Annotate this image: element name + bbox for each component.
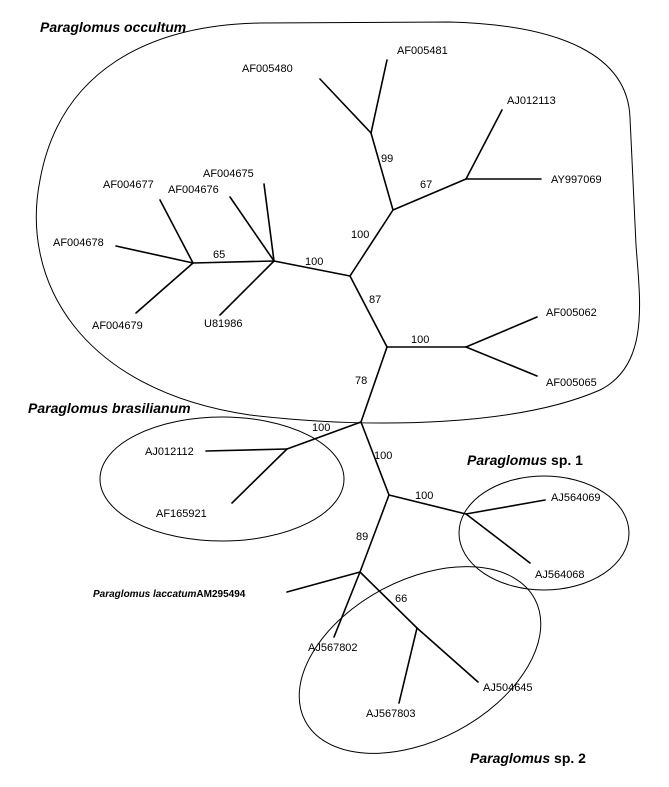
branch bbox=[465, 513, 531, 564]
bootstrap-value: 65 bbox=[213, 249, 225, 261]
bootstrap-value: 99 bbox=[381, 153, 393, 165]
leaf-label-AJ012113: AJ012113 bbox=[507, 95, 556, 107]
bootstrap-value: 100 bbox=[415, 490, 433, 502]
bootstrap-value: 100 bbox=[374, 450, 392, 462]
branch bbox=[465, 316, 538, 348]
bootstrap-value: 89 bbox=[356, 531, 368, 543]
bootstrap-value: 100 bbox=[411, 334, 429, 346]
branch bbox=[388, 494, 467, 515]
bootstrap-value: 87 bbox=[369, 294, 381, 306]
leaf-label-AF005065: AF005065 bbox=[546, 377, 597, 389]
group-label-occultum: Paraglomus occultum bbox=[40, 19, 186, 35]
branch bbox=[286, 421, 362, 450]
branches bbox=[115, 59, 546, 704]
branch bbox=[370, 132, 394, 211]
branch bbox=[205, 448, 288, 452]
clade-outline-sp2 bbox=[298, 566, 542, 754]
branch bbox=[360, 421, 390, 496]
bootstrap-value: 100 bbox=[312, 422, 330, 434]
leaf-label-AF165921: AF165921 bbox=[156, 508, 207, 520]
leaf-label-AF005480: AF005480 bbox=[242, 63, 293, 75]
leaf-label-AF005062: AF005062 bbox=[546, 307, 597, 319]
branch bbox=[416, 627, 479, 683]
branch bbox=[286, 571, 361, 593]
leaf-label-AF004676: AF004676 bbox=[168, 184, 219, 196]
branch bbox=[398, 627, 418, 704]
branch bbox=[359, 571, 418, 629]
branch bbox=[159, 199, 194, 264]
branch bbox=[333, 571, 361, 638]
leaf-label-laccatum: Paraglomus laccatumAM295494 bbox=[93, 589, 246, 600]
branch bbox=[273, 260, 351, 277]
leaf-label-AF004675: AF004675 bbox=[203, 168, 254, 180]
branch bbox=[370, 59, 388, 134]
branch bbox=[465, 499, 546, 515]
leaf-label-AJ567802: AJ567802 bbox=[308, 642, 358, 654]
group-label-sp2: Paraglomus sp. 2 bbox=[470, 750, 586, 766]
leaf-label-AJ564069: AJ564069 bbox=[551, 492, 601, 504]
branch bbox=[231, 448, 288, 504]
leaf-label-AY997069: AY997069 bbox=[551, 174, 602, 186]
branch bbox=[192, 260, 275, 264]
branch bbox=[359, 494, 390, 573]
branch bbox=[349, 209, 394, 277]
leaf-label-AF004677: AF004677 bbox=[103, 179, 154, 191]
clade-outline-sp1 bbox=[458, 475, 630, 591]
branch bbox=[115, 245, 194, 264]
branch bbox=[229, 196, 275, 262]
leaf-label-AJ567803: AJ567803 bbox=[366, 708, 416, 720]
bootstrap-value: 100 bbox=[351, 229, 369, 241]
leaf-label-AJ564068: AJ564068 bbox=[535, 569, 585, 581]
branch bbox=[263, 183, 275, 262]
leaf-label-AJ504645: AJ504645 bbox=[483, 682, 533, 694]
branch bbox=[465, 109, 503, 180]
leaf-label-AF004679: AF004679 bbox=[92, 320, 143, 332]
clade-outline-brasilianum bbox=[99, 416, 345, 542]
group-label-brasilianum: Paraglomus brasilianum bbox=[28, 400, 191, 416]
branch bbox=[219, 260, 275, 316]
group-label-sp1: Paraglomus sp. 1 bbox=[467, 452, 583, 468]
branch bbox=[465, 346, 538, 377]
bootstrap-value: 67 bbox=[420, 179, 432, 191]
branch bbox=[392, 178, 467, 211]
leaf-label-AF004678: AF004678 bbox=[53, 237, 104, 249]
bootstrap-value: 78 bbox=[355, 375, 367, 387]
leaf-label-U81986: U81986 bbox=[204, 318, 243, 330]
branch bbox=[349, 275, 388, 348]
branch bbox=[135, 262, 194, 314]
clade-outline-occultum bbox=[35, 21, 641, 424]
leaf-label-AJ012112: AJ012112 bbox=[145, 446, 194, 458]
bootstrap-value: 100 bbox=[305, 256, 323, 268]
branch bbox=[319, 78, 372, 134]
branch bbox=[360, 346, 388, 423]
leaf-label-AF005481: AF005481 bbox=[397, 45, 448, 57]
bootstrap-value: 66 bbox=[395, 593, 407, 605]
